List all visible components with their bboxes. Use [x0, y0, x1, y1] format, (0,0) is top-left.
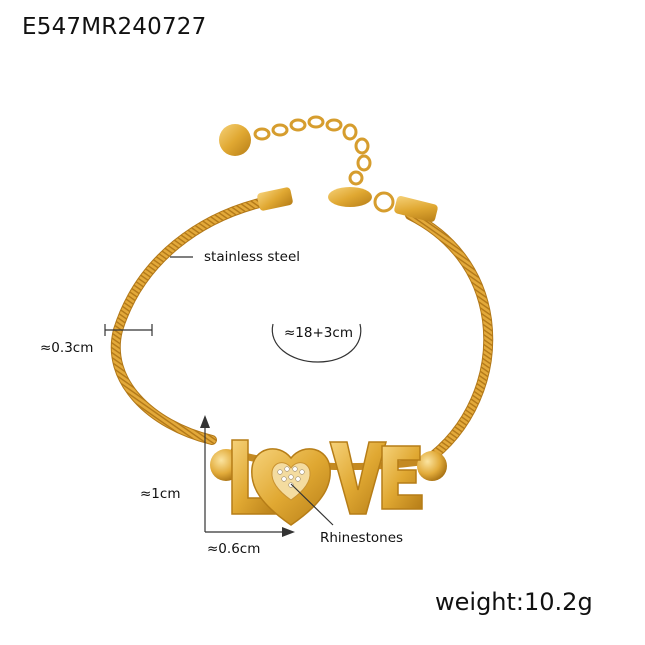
charm-width-label: ≈0.6cm [207, 541, 261, 557]
annotation-lines [104, 256, 362, 533]
chain-width-label: ≈0.3cm [40, 340, 94, 356]
material-label: stainless steel [204, 249, 301, 265]
stones-leader [290, 483, 334, 526]
length-arc [271, 323, 362, 363]
product-sku: E547MR240727 [22, 14, 207, 40]
love-charm [231, 439, 423, 526]
rhinestone-cluster [277, 466, 305, 488]
tag-disc [219, 124, 251, 156]
rhinestones-label: Rhinestones [320, 530, 404, 546]
lobster-clasp [328, 187, 395, 213]
end-cap-left [257, 187, 293, 211]
bead-right [417, 451, 447, 481]
end-cap-right [394, 196, 438, 222]
arrow-right-icon [282, 527, 295, 537]
arrow-up-icon [200, 415, 210, 428]
weight-label: weight:10.2g [435, 588, 593, 616]
letter-v [329, 441, 387, 515]
extension-chain [253, 115, 372, 186]
charm-height-label: ≈1cm [140, 486, 181, 502]
letter-e [381, 445, 423, 510]
length-label: ≈18+3cm [284, 325, 353, 341]
